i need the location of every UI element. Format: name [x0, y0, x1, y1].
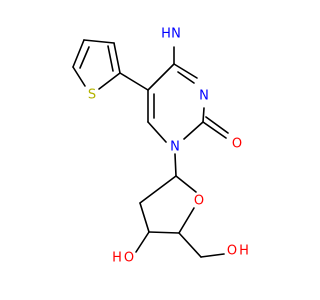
bond-c4prime-c5prime: [178, 232, 202, 258]
bond-th-s-c2: [98, 72, 121, 90]
bond-c3prime-c2prime: [139, 202, 150, 233]
bond-c5-thiophene: [119, 72, 149, 91]
bond-c4prime-c3prime: [148, 231, 180, 234]
bond-c4-n3: [173, 63, 198, 79]
bond-c2-n1: [183, 121, 204, 140]
bond-c1prime-o: [175, 175, 197, 193]
bond-c4-n3-double: [177, 71, 195, 84]
bond-th-c2-c3: [113, 42, 121, 74]
carbonyl-o-label: O: [232, 137, 242, 152]
bond-o-c4prime: [178, 207, 195, 234]
bond-th-c4-c5-double: [79, 46, 90, 69]
bond-th-c4-c5: [72, 39, 85, 68]
bond-th-c3-c4: [83, 39, 115, 44]
molecule-diagram: H N N N O S O H O O H: [72, 27, 249, 266]
thiophene-s-label: S: [88, 88, 96, 103]
bond-c2-o-double: [205, 116, 229, 134]
ring-n1-label: N: [170, 140, 180, 155]
sugar-o-label: O: [194, 194, 204, 209]
bond-th-c5-s: [72, 66, 86, 87]
hydroxyl-3-h-label: H: [112, 251, 122, 266]
hydroxyl-5-h-label: H: [239, 244, 249, 259]
bond-c2-o: [202, 121, 227, 139]
bond-c3prime-oh: [135, 231, 150, 253]
bond-c5-c4: [147, 63, 175, 91]
bond-n1-c1prime: [174, 153, 177, 177]
ring-n3-label: N: [199, 89, 209, 104]
atom-labels: H N N N O S O H O O H: [88, 27, 249, 266]
bond-c5prime-o: [200, 253, 225, 258]
hydroxyl-5-o-label: O: [227, 244, 237, 259]
hydroxyl-3-o-label: O: [124, 251, 134, 266]
bond-th-c2-c3-double: [107, 45, 114, 72]
bond-n1-c6: [147, 121, 167, 143]
bonds: [72, 39, 229, 258]
amine-h-label: H: [161, 27, 171, 42]
bond-n3-c2: [202, 107, 205, 123]
amine-n-label: N: [171, 27, 181, 42]
bond-c2prime-c1prime: [139, 175, 177, 204]
